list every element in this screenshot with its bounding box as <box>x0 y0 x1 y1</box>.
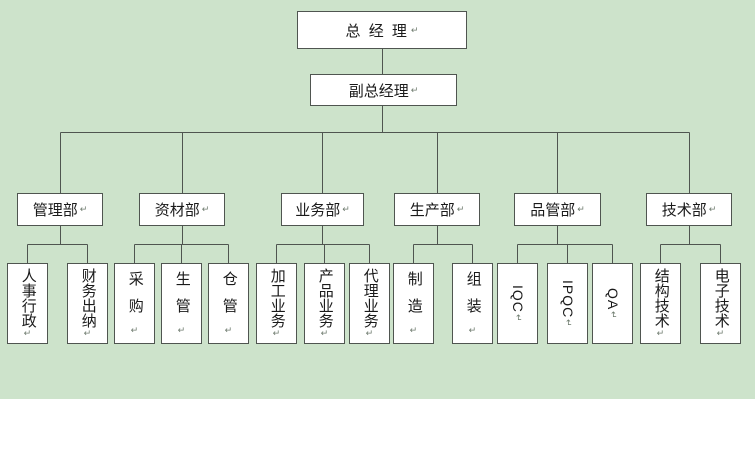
connector-lines <box>27 49 721 263</box>
box-finance-cashier: 财务出纳↵ <box>67 263 108 344</box>
return-mark: ↵ <box>177 326 188 336</box>
box-manufacturing: 制造↵ <box>393 263 434 344</box>
agency-business-label: 代理业务 <box>361 268 379 328</box>
box-product-business: 产品业务↵ <box>304 263 345 344</box>
quality-dept-label: 品管部 <box>530 202 576 219</box>
return-mark: ↵ <box>201 204 210 214</box>
box-qa: QA↵ <box>592 263 633 344</box>
box-assembly: 组装↵ <box>452 263 493 344</box>
box-structural-tech: 结构技术↵ <box>640 263 681 344</box>
return-mark: ↵ <box>410 84 419 95</box>
box-quality-dept: 品管部↵ <box>514 193 601 226</box>
return-mark: ↵ <box>130 326 141 336</box>
qa-label: QA <box>605 288 622 311</box>
finance-cashier-label: 财务出纳 <box>79 268 97 328</box>
box-materials-dept: 资材部↵ <box>139 193 225 226</box>
box-production-dept: 生产部↵ <box>394 193 480 226</box>
box-general-manager: 总 经 理↵ <box>297 11 467 49</box>
box-electronic-tech: 电子技术↵ <box>700 263 741 344</box>
management-dept-label: 管理部 <box>32 202 78 219</box>
return-mark: ↵ <box>608 311 619 319</box>
processing-business-label: 加工业务 <box>268 268 286 328</box>
return-mark: ↵ <box>409 326 420 336</box>
return-mark: ↵ <box>272 329 283 339</box>
materials-dept-label: 资材部 <box>154 202 200 219</box>
iqc-label: IQC <box>510 285 527 314</box>
product-business-label: 产品业务 <box>316 268 334 328</box>
return-mark: ↵ <box>79 204 88 214</box>
box-iqc: IQC↵ <box>497 263 538 344</box>
return-mark: ↵ <box>320 329 331 339</box>
box-agency-business: 代理业务↵ <box>349 263 390 344</box>
box-procurement: 采购↵ <box>114 263 155 344</box>
return-mark: ↵ <box>468 326 479 336</box>
return-mark: ↵ <box>365 329 376 339</box>
electronic-tech-label: 电子技术 <box>712 268 730 328</box>
return-mark: ↵ <box>342 204 350 214</box>
return-mark: ↵ <box>716 329 727 339</box>
technology-dept-label: 技术部 <box>661 202 707 219</box>
box-ipqc: IPQC↵ <box>547 263 588 344</box>
manufacturing-label: 制造 <box>405 271 423 325</box>
return-mark: ↵ <box>708 204 717 214</box>
box-warehouse: 仓管↵ <box>208 263 249 344</box>
box-management-dept: 管理部↵ <box>17 193 103 226</box>
general-manager-label: 总 经 理 <box>345 22 409 40</box>
business-dept-label: 业务部 <box>295 202 341 219</box>
production-dept-label: 生产部 <box>409 202 455 219</box>
assembly-label: 组装 <box>464 271 482 325</box>
return-mark: ↵ <box>513 314 524 322</box>
deputy-general-manager-label: 副总经理 <box>348 82 409 100</box>
return-mark: ↵ <box>656 329 667 339</box>
box-business-dept: 业务部↵ <box>281 193 364 226</box>
return-mark: ↵ <box>224 326 235 336</box>
hr-admin-label: 人事行政 <box>19 268 37 328</box>
production-control-label: 生管 <box>173 271 191 325</box>
return-mark: ↵ <box>563 319 574 327</box>
box-processing-business: 加工业务↵ <box>256 263 297 344</box>
warehouse-label: 仓管 <box>220 271 238 325</box>
box-technology-dept: 技术部↵ <box>646 193 732 226</box>
box-hr-admin: 人事行政↵ <box>7 263 48 344</box>
box-production-control: 生管↵ <box>161 263 202 344</box>
structural-tech-label: 结构技术 <box>652 268 670 328</box>
return-mark: ↵ <box>577 204 585 214</box>
box-deputy-general-manager: 副总经理↵ <box>310 74 457 106</box>
return-mark: ↵ <box>23 329 34 339</box>
return-mark: ↵ <box>410 24 419 35</box>
connector-lines-layer <box>27 49 721 263</box>
return-mark: ↵ <box>83 329 94 339</box>
ipqc-label: IPQC <box>560 280 577 319</box>
procurement-label: 采购 <box>126 271 144 325</box>
return-mark: ↵ <box>456 204 465 214</box>
